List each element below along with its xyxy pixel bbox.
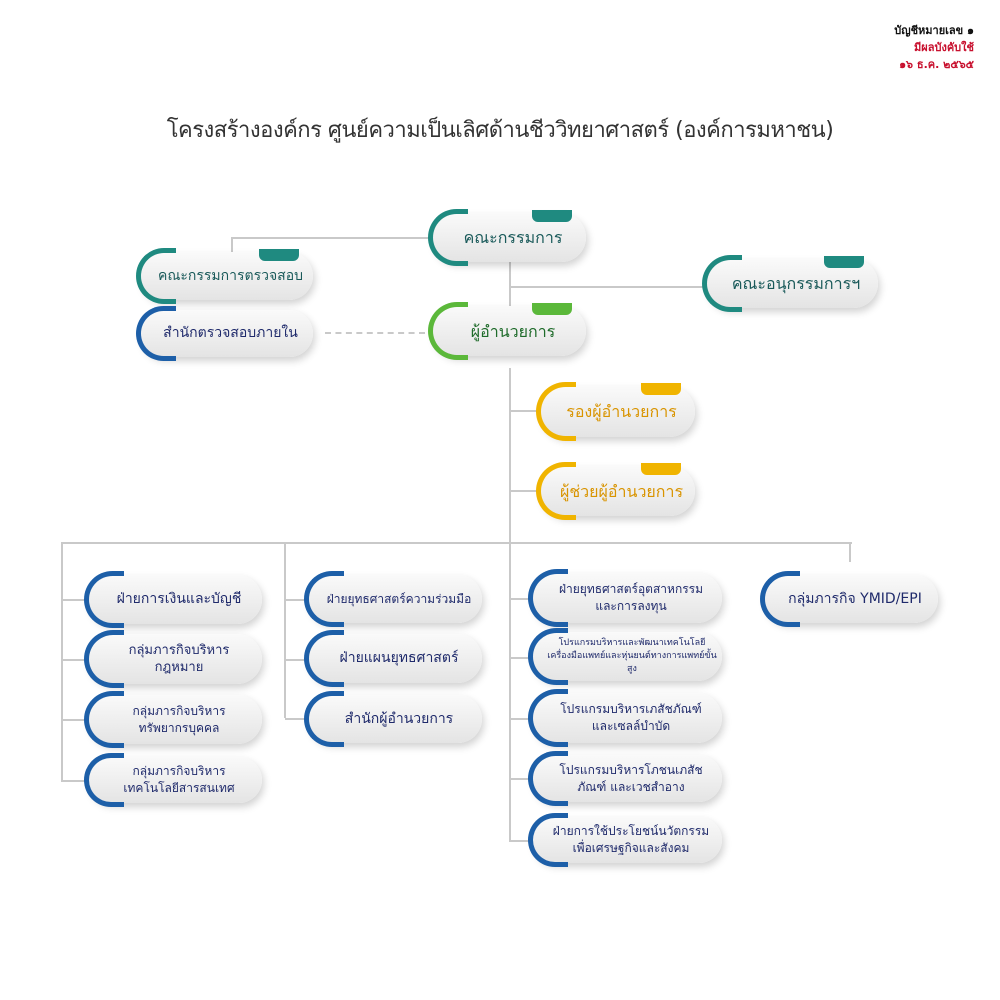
connector: [509, 286, 706, 288]
node-label: โปรแกรมบริหารและพัฒนาเทคโนโลยี เครื่องมื…: [547, 638, 717, 674]
node-innovation-utilization: ฝ่ายการใช้ประโยชน์นวัตกรรม เพื่อเศรษฐกิจ…: [528, 813, 722, 867]
node-label: สำนักผู้อำนวยการ: [344, 710, 454, 727]
node-hr: กลุ่มภารกิจบริหาร ทรัพยากรบุคคล: [84, 691, 262, 748]
connector: [285, 599, 308, 601]
node-nutraceutical-program: โปรแกรมบริหารโภชนเภสัชภัณฑ์ และเวชสำอาง: [528, 751, 722, 806]
connector: [285, 659, 308, 661]
node-strategic-planning: ฝ่ายแผนยุทธศาสตร์: [304, 630, 482, 687]
node-director-office: สำนักผู้อำนวยการ: [304, 691, 482, 747]
node-board: คณะกรรมการ: [428, 209, 586, 266]
document-reference: บัญชีหมายเลข ๑ มีผลบังคับใช้ ๑๖ ธ.ค. ๒๕๖…: [894, 22, 974, 73]
effective-date: ๑๖ ธ.ค. ๒๕๖๕: [899, 58, 974, 71]
node-label: ฝ่ายยุทธศาสตร์อุตสาหกรรม และการลงทุน: [558, 582, 704, 613]
node-industry-investment: ฝ่ายยุทธศาสตร์อุตสาหกรรม และการลงทุน: [528, 569, 722, 627]
node-label: กลุ่มภารกิจบริหาร ทรัพยากรบุคคล: [132, 703, 226, 735]
connector: [62, 599, 88, 601]
node-subcommittees: คณะอนุกรรมการฯ: [702, 255, 878, 312]
connector: [232, 237, 432, 239]
connector: [62, 719, 88, 721]
node-label: คณะกรรมการตรวจสอบ: [158, 267, 303, 284]
node-medical-device-program: โปรแกรมบริหารและพัฒนาเทคโนโลยี เครื่องมื…: [528, 628, 722, 685]
node-label: ผู้ช่วยผู้อำนวยการ: [559, 481, 684, 501]
node-tab: [259, 249, 299, 261]
connector: [509, 490, 540, 492]
connector: [510, 598, 532, 600]
connector: [509, 410, 540, 412]
node-label: คณะกรรมการ: [463, 228, 563, 247]
connector: [510, 657, 532, 659]
node-label: ผู้อำนวยการ: [470, 321, 556, 341]
connector: [509, 368, 511, 842]
node-label: สำนักตรวจสอบภายใน: [163, 325, 298, 341]
node-label: โปรแกรมบริหารเภสัชภัณฑ์ และเซลล์บำบัด: [560, 702, 702, 733]
node-it: กลุ่มภารกิจบริหาร เทคโนโลยีสารสนเทศ: [84, 753, 262, 807]
connector: [61, 542, 63, 782]
connector: [62, 659, 88, 661]
node-label: คณะอนุกรรมการฯ: [731, 274, 861, 293]
node-label: กลุ่มภารกิจบริหาร เทคโนโลยีสารสนเทศ: [123, 764, 235, 795]
node-pharma-program: โปรแกรมบริหารเภสัชภัณฑ์ และเซลล์บำบัด: [528, 689, 722, 747]
node-assistant-director: ผู้ช่วยผู้อำนวยการ: [536, 462, 695, 520]
connector: [510, 778, 532, 780]
connector: [510, 718, 532, 720]
node-label: กลุ่มภารกิจ YMID/EPI: [788, 590, 922, 607]
node-director: ผู้อำนวยการ: [428, 302, 586, 360]
connector: [510, 840, 532, 842]
effective-label: มีผลบังคับใช้: [914, 41, 974, 54]
node-label: รองผู้อำนวยการ: [566, 402, 677, 421]
node-label: ฝ่ายแผนยุทธศาสตร์: [339, 650, 459, 666]
node-label: ฝ่ายยุทธศาสตร์ความร่วมมือ: [326, 591, 472, 606]
node-finance: ฝ่ายการเงินและบัญชี: [84, 571, 262, 628]
connector: [285, 718, 308, 720]
node-tab: [824, 256, 864, 268]
connector: [849, 542, 851, 562]
node-cooperation-strategy: ฝ่ายยุทธศาสตร์ความร่วมมือ: [304, 571, 482, 627]
connector: [231, 237, 233, 253]
node-label: ฝ่ายการใช้ประโยชน์นวัตกรรม เพื่อเศรษฐกิจ…: [552, 824, 710, 855]
document-number: บัญชีหมายเลข ๑: [894, 24, 974, 37]
node-label: กลุ่มภารกิจบริหารกฎหมาย: [128, 643, 230, 675]
connector: [284, 542, 286, 718]
dashed-connector: [325, 332, 425, 334]
node-audit-committee: คณะกรรมการตรวจสอบ: [136, 248, 313, 304]
node-tab: [641, 383, 681, 395]
page-title: โครงสร้างองค์กร ศูนย์ความเป็นเลิศด้านชีว…: [166, 118, 834, 143]
node-internal-audit: สำนักตรวจสอบภายใน: [136, 306, 313, 361]
node-label: ฝ่ายการเงินและบัญชี: [116, 591, 242, 607]
node-tab: [641, 463, 681, 475]
node-tab: [532, 210, 572, 222]
connector: [62, 542, 852, 544]
node-tab: [532, 303, 572, 315]
connector: [509, 262, 511, 306]
node-deputy-director: รองผู้อำนวยการ: [536, 382, 695, 441]
node-label: โปรแกรมบริหารโภชนเภสัชภัณฑ์ และเวชสำอาง: [559, 762, 703, 794]
node-legal: กลุ่มภารกิจบริหารกฎหมาย: [84, 630, 262, 688]
connector: [62, 780, 88, 782]
node-ymid-epi: กลุ่มภารกิจ YMID/EPI: [760, 571, 938, 627]
